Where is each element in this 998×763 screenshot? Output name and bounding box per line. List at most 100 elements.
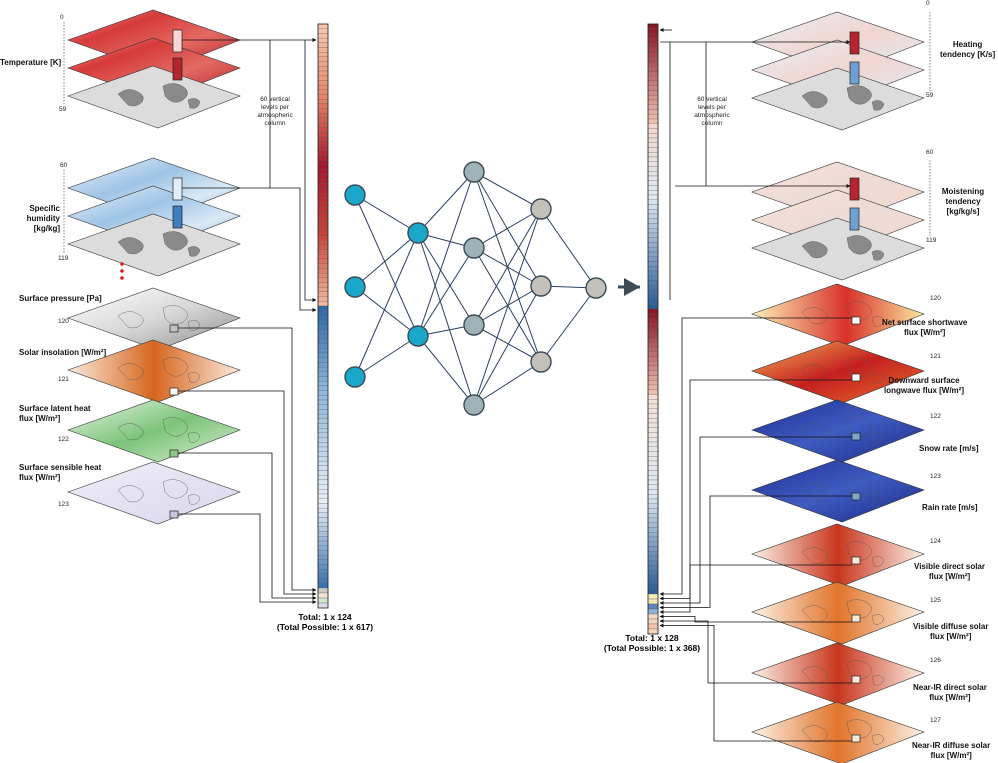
- output-moist-cell-41: [647, 503, 659, 509]
- idx-latent: 122: [58, 436, 69, 443]
- input-temp-cell-31: [317, 169, 329, 175]
- input-hum-cell-17: [317, 385, 329, 391]
- output-moist-cell-8: [647, 346, 659, 352]
- output-heat-cell-24: [647, 137, 659, 143]
- input-temp-cell-29: [317, 160, 329, 166]
- right-total-line1: Total: 1 x 128: [625, 633, 679, 643]
- edge-3-1-0: [473, 208, 542, 249]
- map-down-lw: [751, 340, 925, 404]
- continents-heating: [801, 85, 885, 111]
- output-moist-cell-51: [647, 551, 659, 557]
- output-moist-cell-38: [647, 489, 659, 495]
- output-moist-cell-7: [647, 342, 659, 348]
- output-moist-cell-33: [647, 465, 659, 471]
- input-temp-cell-37: [317, 197, 329, 203]
- input-temp-cell-45: [317, 235, 329, 241]
- input-hum-cell-49: [317, 536, 329, 542]
- output-heat-cell-5: [647, 47, 659, 53]
- ellipsis-dot-1: [120, 269, 124, 273]
- input-temp-cell-10: [317, 70, 329, 76]
- input-temp-cell-47: [317, 244, 329, 250]
- input-hum-cell-33: [317, 460, 329, 466]
- output-heat-cell-21: [647, 123, 659, 129]
- forward-arrow-icon: [624, 278, 640, 296]
- input-hum-cell-46: [317, 522, 329, 528]
- input-hum-cell-3: [317, 319, 329, 325]
- conn-down-lw: [659, 379, 852, 601]
- map-vis-diffuse: [751, 581, 925, 645]
- output-heat-cell-37: [647, 199, 659, 205]
- output-heat-cell-47: [647, 247, 659, 253]
- surface-marker-vis-diffuse: [851, 614, 861, 623]
- input-hum-cell-47: [317, 526, 329, 532]
- input-hum-cell-54: [317, 559, 329, 565]
- output-heat-cell-35: [647, 190, 659, 196]
- node-input-0: [344, 184, 366, 206]
- output-moist-cell-15: [647, 380, 659, 386]
- output-moist-cell-54: [647, 565, 659, 571]
- idx-moistening-end: 119: [926, 237, 937, 244]
- input-hum-cell-4: [317, 324, 329, 330]
- input-hum-cell-1: [317, 310, 329, 316]
- idx-heating-end: 59: [926, 92, 934, 99]
- edge-1-1-1: [354, 286, 419, 337]
- input-temp-cell-39: [317, 207, 329, 213]
- input-hum-cell-53: [317, 554, 329, 560]
- conn-heat-bracket: [660, 41, 671, 300]
- output-moist-cell-28: [647, 441, 659, 447]
- input-temp-cell-4: [317, 42, 329, 48]
- output-heat-cell-17: [647, 104, 659, 110]
- node-hidden2-3: [463, 394, 485, 416]
- output-heat-cell-18: [647, 109, 659, 115]
- input-temp-cell-35: [317, 188, 329, 194]
- output-moist-cell-32: [647, 460, 659, 466]
- label-vis-diffuse: Visible diffuse solar flux [W/m²]: [913, 622, 989, 641]
- input-hum-cell-8: [317, 343, 329, 349]
- conn-snow: [659, 436, 852, 605]
- edge-3-3-0: [473, 208, 542, 406]
- input-temp-cell-55: [317, 282, 329, 288]
- input-hum-cell-26: [317, 428, 329, 434]
- output-moist-cell-37: [647, 484, 659, 490]
- input-temp-cell-26: [317, 146, 329, 152]
- input-temp-cell-34: [317, 183, 329, 189]
- label-temperature: Temperature [K]: [0, 58, 62, 67]
- idx-humidity-end: 119: [58, 255, 69, 262]
- node-hidden3-1: [530, 275, 552, 297]
- output-moist-cell-27: [647, 437, 659, 443]
- left-total: Total: 1 x 124 (Total Possible: 1 x 617): [260, 612, 390, 632]
- input-temp-cell-43: [317, 225, 329, 231]
- edge-1-0-1: [354, 194, 419, 337]
- input-temp-cell-21: [317, 122, 329, 128]
- edge-2-0-3: [417, 232, 475, 406]
- output-moist-cell-14: [647, 375, 659, 381]
- surface-marker-nir-diffuse: [851, 734, 861, 743]
- input-hum-cell-40: [317, 493, 329, 499]
- output-heat-cell-26: [647, 147, 659, 153]
- node-hidden3-0: [530, 198, 552, 220]
- input-temp-cell-58: [317, 296, 329, 302]
- ellipsis-dot-2: [120, 276, 124, 280]
- input-temp-cell-28: [317, 155, 329, 161]
- map-latent-heat: [67, 399, 241, 463]
- output-heat-cell-25: [647, 142, 659, 148]
- idx-vis-direct: 124: [930, 538, 941, 545]
- edge-1-2-0: [354, 232, 419, 378]
- continents-pressure: [117, 305, 201, 331]
- label-humidity: Specific humidity [kg/kg]: [26, 204, 60, 233]
- temp-column-marker-top: [172, 29, 183, 53]
- input-hum-cell-11: [317, 357, 329, 363]
- output-moist-cell-55: [647, 570, 659, 576]
- input-temp-cell-22: [317, 127, 329, 133]
- conn-net-sw: [659, 317, 852, 596]
- output-heat-cell-23: [647, 133, 659, 139]
- output-heat-cell-4: [647, 42, 659, 48]
- output-moist-cell-21: [647, 408, 659, 414]
- input-hum-cell-58: [317, 578, 329, 584]
- output-heat-cell-55: [647, 285, 659, 291]
- output-moist-cell-24: [647, 422, 659, 428]
- input-temp-cell-11: [317, 75, 329, 81]
- conn-nir-diffuse: [659, 623, 852, 742]
- output-heat-cell-22: [647, 128, 659, 134]
- output-heat-cell-9: [647, 66, 659, 72]
